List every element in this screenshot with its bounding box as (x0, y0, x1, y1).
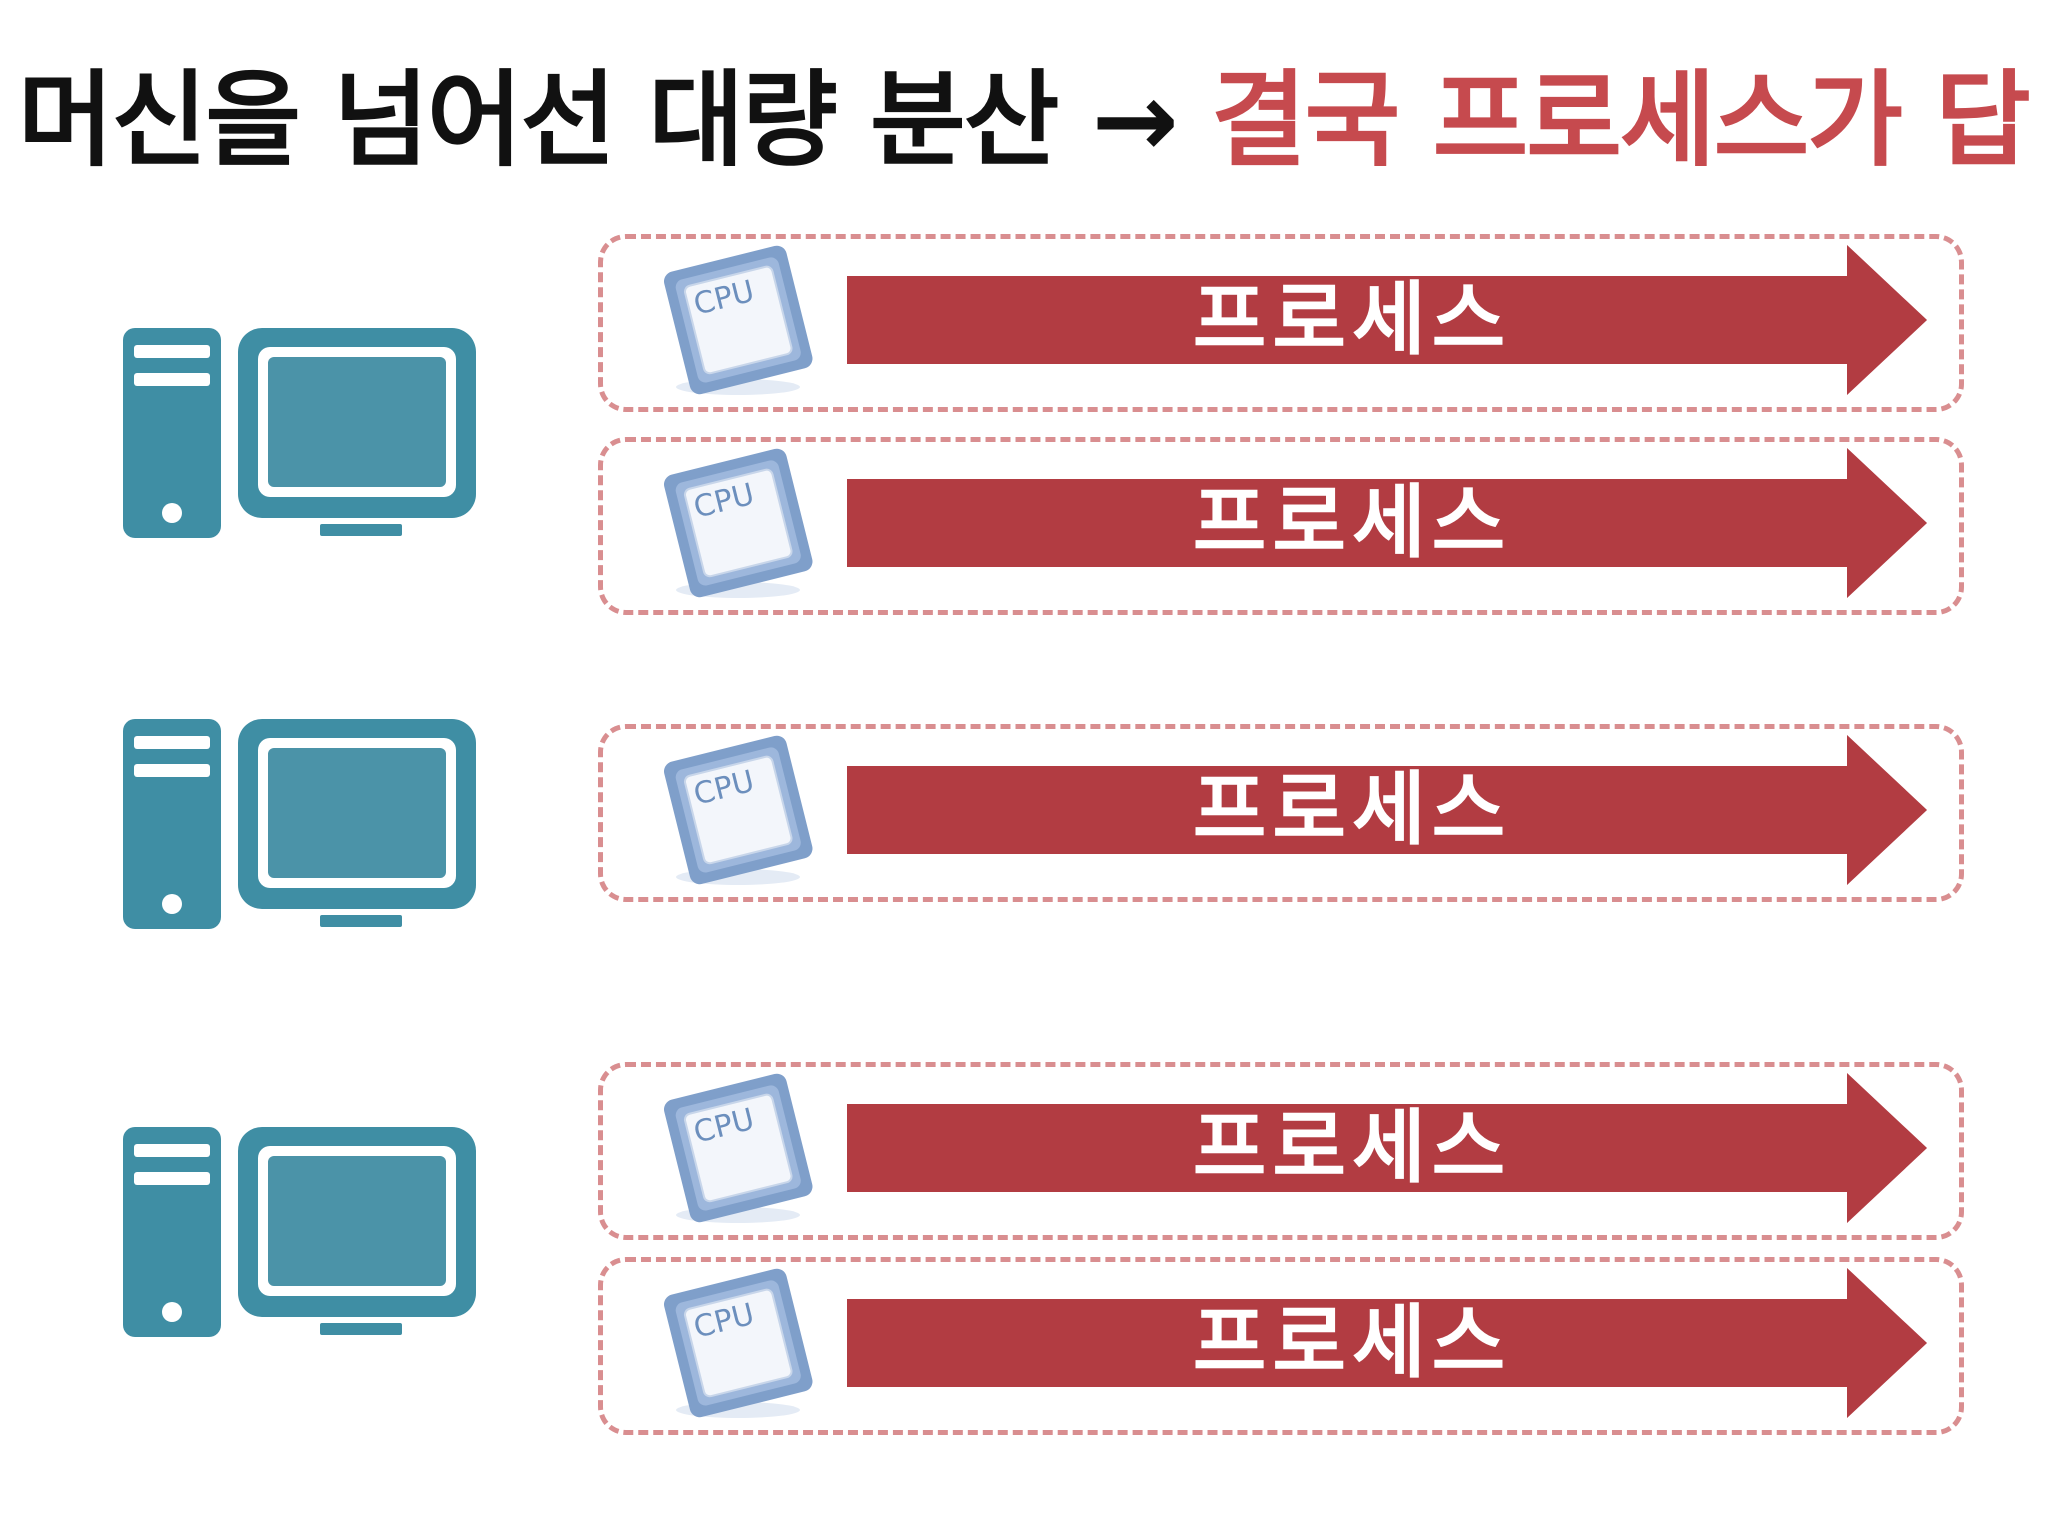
machine-icon (118, 1124, 478, 1340)
desktop-computer-icon (123, 719, 476, 929)
process-row: CPU 프로세스 (598, 1062, 1964, 1240)
title-left: 머신을 넘어선 대량 분산 (18, 59, 1059, 181)
cpu-chip-icon: CPU (663, 1268, 813, 1420)
process-row: CPU 프로세스 (598, 724, 1964, 902)
cpu-chip-icon: CPU (663, 245, 813, 397)
desktop-computer-icon (123, 328, 476, 538)
process-label: 프로세스 (1192, 1101, 1512, 1194)
process-arrow: 프로세스 (847, 1268, 1927, 1418)
process-arrow: 프로세스 (847, 245, 1927, 395)
process-arrow: 프로세스 (847, 448, 1927, 598)
desktop-computer-icon (123, 1127, 476, 1337)
cpu-chip-icon: CPU (663, 735, 813, 887)
process-label: 프로세스 (1192, 476, 1512, 569)
process-label: 프로세스 (1192, 273, 1512, 366)
process-label: 프로세스 (1192, 1296, 1512, 1389)
process-row: CPU 프로세스 (598, 1257, 1964, 1435)
title-arrow: → (1091, 59, 1179, 181)
cpu-chip-icon: CPU (663, 1073, 813, 1225)
cpu-chip-icon: CPU (663, 448, 813, 600)
process-arrow: 프로세스 (847, 735, 1927, 885)
process-label: 프로세스 (1192, 763, 1512, 856)
machine-icon (118, 716, 478, 932)
process-row: CPU 프로세스 (598, 234, 1964, 412)
page-title: 머신을 넘어선 대량 분산 → 결국 프로세스가 답 (18, 50, 2031, 190)
process-row: CPU 프로세스 (598, 437, 1964, 615)
process-arrow: 프로세스 (847, 1073, 1927, 1223)
machine-icon (118, 325, 478, 541)
title-right: 결국 프로세스가 답 (1211, 59, 2031, 181)
